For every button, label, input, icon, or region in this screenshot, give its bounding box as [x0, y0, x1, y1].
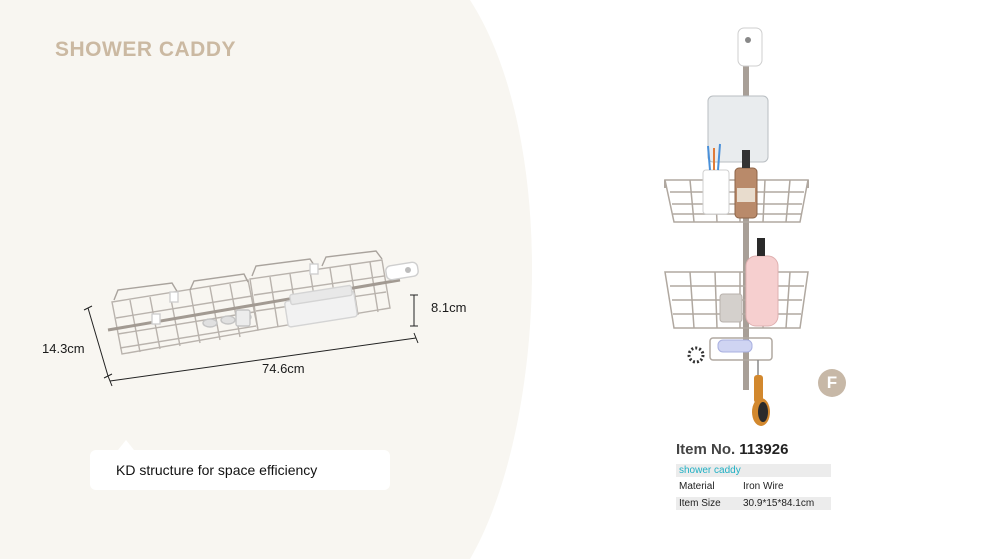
- height-dimension-label: 8.1cm: [431, 300, 467, 315]
- panel-shape: [0, 0, 533, 559]
- brush-bristles: [758, 402, 768, 422]
- hair-tie: [687, 346, 705, 364]
- depth-dimension-line: [87, 307, 109, 377]
- spec-row-size: Item Size 30.9*15*84.1cm: [676, 497, 831, 510]
- bottle-label: [737, 188, 755, 202]
- width-dimension-label: 74.6cm: [262, 361, 305, 376]
- soap-dish-rack: [709, 337, 773, 361]
- callout-pointer: [118, 440, 134, 450]
- item-number-label: Item No.: [676, 441, 736, 458]
- spec-label: Material: [679, 481, 715, 492]
- item-number: Item No.113926: [676, 441, 788, 458]
- spec-row-name: shower caddy: [676, 464, 831, 477]
- page-title: SHOWER CADDY: [55, 38, 237, 61]
- mirror: [707, 95, 769, 163]
- caddy-pole: [743, 60, 749, 390]
- feature-callout: KD structure for space efficiency: [90, 440, 390, 490]
- toothbrush-cup: [702, 169, 730, 215]
- spec-value: 30.9*15*84.1cm: [743, 498, 815, 509]
- small-jar: [719, 293, 743, 323]
- dimension-lines: [83, 294, 419, 387]
- soap-bar: [717, 339, 753, 353]
- item-number-value: 113926: [739, 441, 789, 458]
- callout-text: KD structure for space efficiency: [116, 462, 318, 478]
- spec-label: Item Size: [679, 498, 721, 509]
- product-name: shower caddy: [679, 465, 741, 476]
- depth-dimension-label: 14.3cm: [42, 341, 85, 356]
- clamp-screw-icon: [745, 37, 751, 43]
- width-dimension-line: [109, 337, 417, 382]
- pink-pump-top: [757, 238, 765, 256]
- variant-badge: F: [818, 369, 846, 397]
- flat-caddy-drawing: [107, 250, 419, 355]
- spec-value: Iron Wire: [743, 481, 784, 492]
- assembled-caddy-photo: [664, 27, 809, 426]
- spec-row-material: Material Iron Wire: [676, 480, 831, 493]
- toothbrushes: [707, 143, 721, 171]
- bath-brush: [754, 375, 763, 403]
- top-clamp: [737, 27, 763, 67]
- pink-bottle: [745, 255, 779, 327]
- pump-top: [742, 150, 750, 168]
